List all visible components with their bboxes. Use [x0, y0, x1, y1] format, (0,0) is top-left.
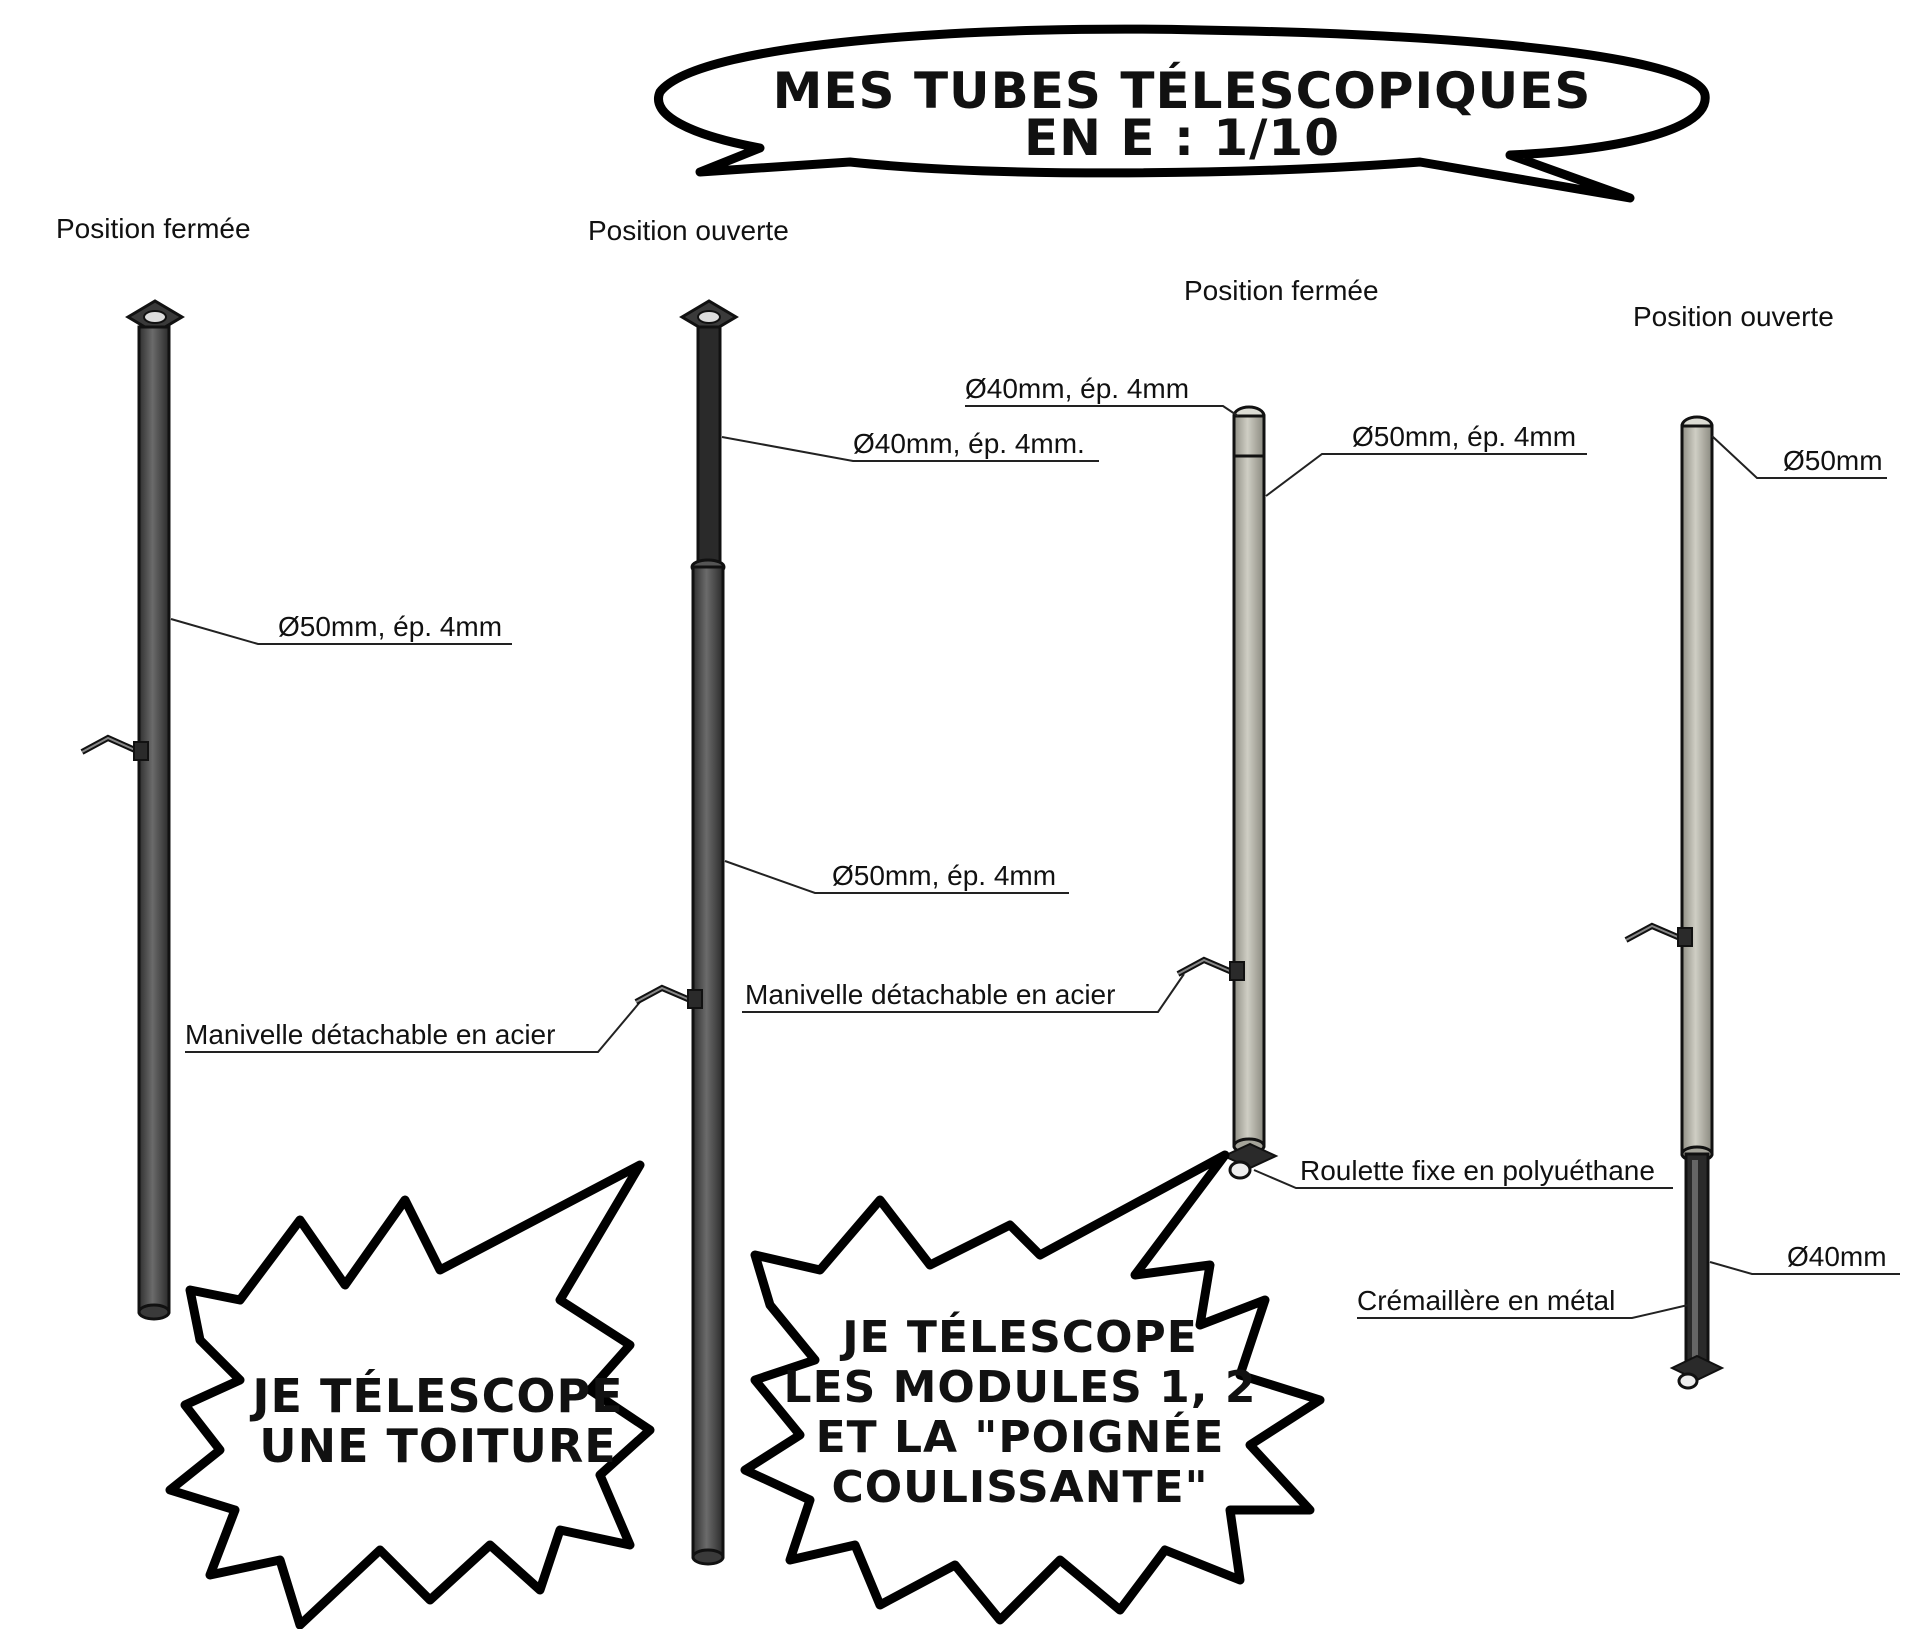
tube-3-inner-top — [1232, 414, 1266, 458]
position-open-2-label: Position ouverte — [1633, 301, 1834, 332]
tube-4-open — [1624, 415, 1725, 1390]
tube-1-crank-icon — [80, 734, 149, 761]
tube-4-inner-diameter-label: Ø40mm — [1787, 1241, 1887, 1272]
burst-left-line2: UNE TOITURE — [259, 1419, 616, 1473]
tube-3-closed — [1176, 405, 1279, 1180]
title-line2: EN E : 1/10 — [1024, 109, 1340, 167]
tube-3-crank-icon — [1176, 956, 1245, 981]
tube-1-diameter-label: Ø50mm, ép. 4mm — [278, 611, 502, 642]
tube-4-outer-body — [1680, 424, 1714, 1156]
burst-right-line4: COULISSANTE" — [831, 1462, 1208, 1513]
burst-right: JE TÉLESCOPE LES MODULES 1, 2 ET LA "POI… — [740, 1150, 1325, 1625]
tube-3-inner-diameter-label: Ø40mm, ép. 4mm — [965, 373, 1189, 404]
tube-4-rack-label: Crémaillère en métal — [1357, 1285, 1615, 1316]
tube-3-body — [1232, 454, 1266, 1148]
burst-right-line3: ET LA "POIGNÉE — [816, 1410, 1225, 1463]
burst-right-line2: LES MODULES 1, 2 — [784, 1362, 1257, 1413]
tube-3-wheel-icon — [1221, 1142, 1279, 1180]
tube-3-wheel-label: Roulette fixe en polyuéthane — [1300, 1155, 1655, 1186]
tube-2-open — [634, 299, 739, 1566]
tube-2-outer-diameter-label: Ø50mm, ép. 4mm — [832, 860, 1056, 891]
tube-4-rack-icon — [1692, 1160, 1698, 1360]
tube-1-crank-label: Manivelle détachable en acier — [185, 1019, 555, 1050]
burst-left-line1: JE TÉLESCOPE — [249, 1369, 623, 1423]
tube-4-wheel-icon — [1669, 1354, 1725, 1390]
tube-3-crank-label: Manivelle détachable en acier — [745, 979, 1115, 1010]
position-closed-2-label: Position fermée — [1184, 275, 1379, 306]
tube-1-closed — [80, 299, 185, 1321]
tube-2-inner-diameter-label: Ø40mm, ép. 4mm. — [853, 428, 1085, 459]
position-closed-1-label: Position fermée — [56, 213, 251, 244]
tube-3-outer-diameter-label: Ø50mm, ép. 4mm — [1352, 421, 1576, 452]
tube-4-crank-icon — [1624, 922, 1693, 947]
tube-2-outer-body — [691, 565, 725, 1559]
position-open-1-label: Position ouverte — [588, 215, 789, 246]
burst-right-line1: JE TÉLESCOPE — [839, 1310, 1198, 1363]
tube-4-outer-diameter-label: Ø50mm — [1783, 445, 1883, 476]
title-line1: MES TUBES TÉLESCOPIQUES — [773, 61, 1592, 120]
tube-2-crank-icon — [634, 984, 703, 1009]
tube-2-inner-body — [696, 325, 722, 569]
burst-left: JE TÉLESCOPE UNE TOITURE — [165, 1160, 655, 1629]
tube-1-body — [137, 325, 171, 1314]
title-balloon: MES TUBES TÉLESCOPIQUES EN E : 1/10 — [654, 24, 1710, 203]
